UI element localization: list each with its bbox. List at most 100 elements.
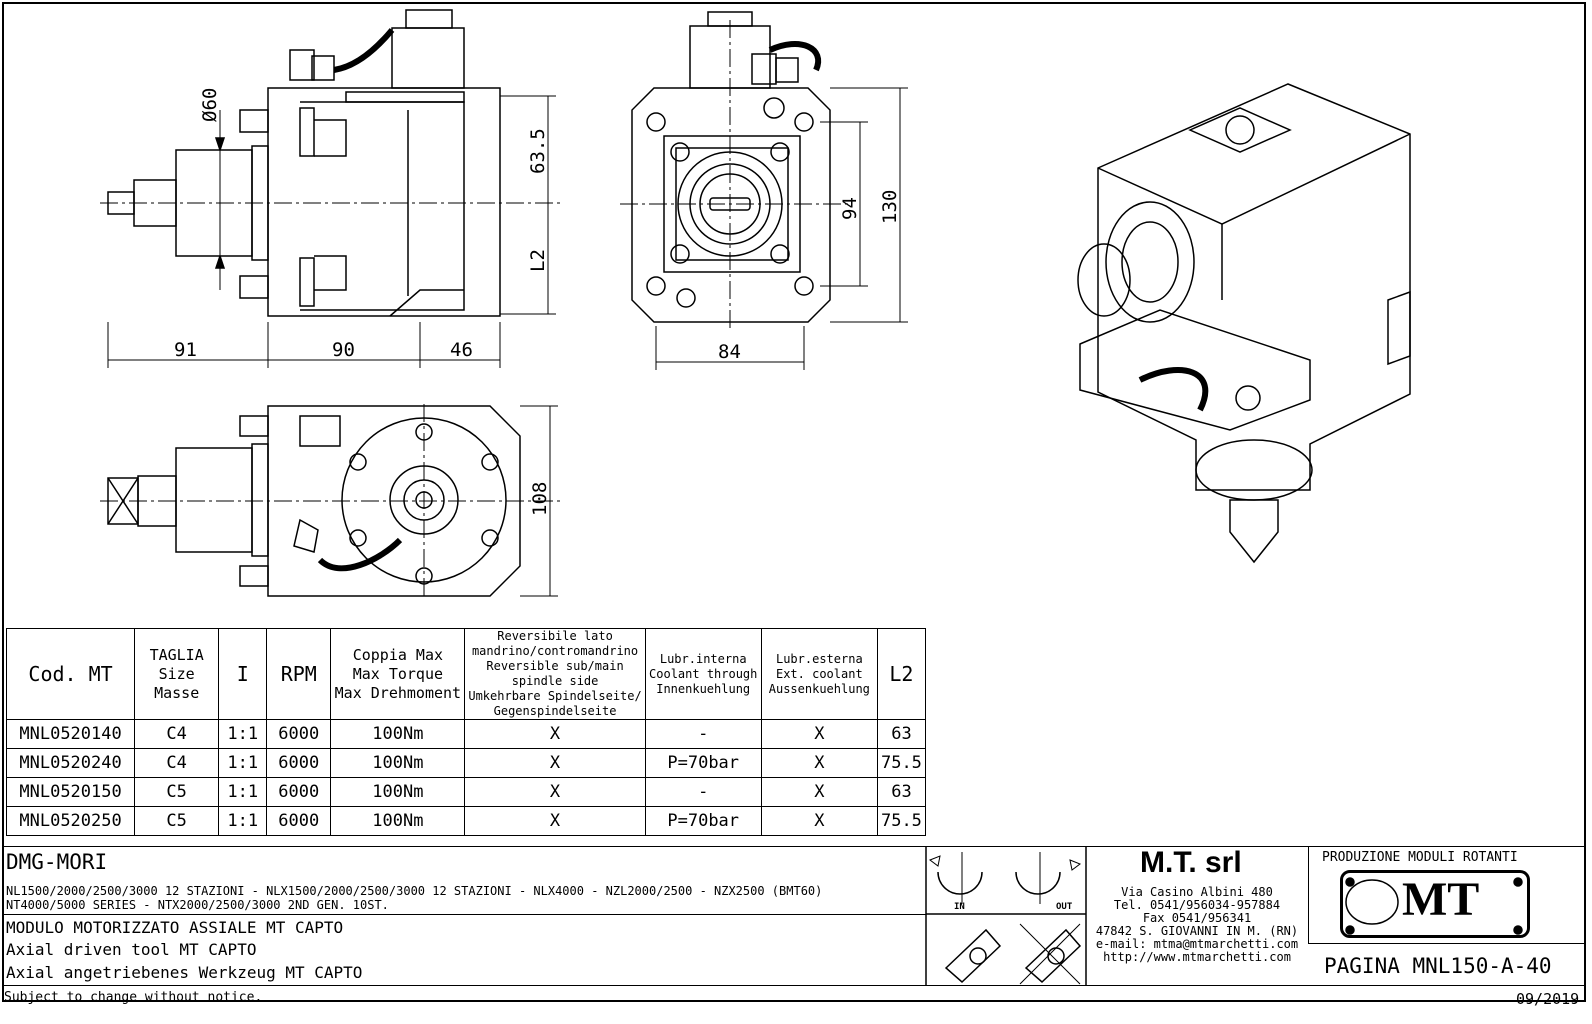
company-logo bbox=[1340, 870, 1530, 938]
table-row: MNL0520250 C5 1:1 6000 100Nm X P=70bar X… bbox=[5, 806, 927, 836]
header-size-it: TAGLIA bbox=[149, 645, 204, 664]
header-torque-en: Max Torque bbox=[352, 664, 444, 683]
sheet-border bbox=[2, 2, 1586, 1002]
cell-torque: 100Nm bbox=[330, 806, 466, 836]
header-reversible-4: spindle side bbox=[511, 674, 599, 688]
cell-torque: 100Nm bbox=[330, 748, 466, 778]
header-lub-int-en: Coolant through bbox=[649, 666, 758, 681]
notice-text: Subject to change without notice. bbox=[4, 990, 263, 1005]
cell-lub-int: P=70bar bbox=[644, 806, 762, 836]
header-size: TAGLIA Size Masse bbox=[134, 628, 220, 720]
company-name: M.T. srl bbox=[1140, 846, 1242, 879]
header-size-de: Masse bbox=[154, 683, 200, 702]
contact-address: Via Casino Albini 480 bbox=[1121, 885, 1273, 899]
dim-63-5: 63.5 bbox=[527, 128, 549, 174]
dim-90: 90 bbox=[332, 339, 355, 361]
logo-text: MT bbox=[1402, 873, 1480, 926]
cell-size: C5 bbox=[134, 806, 220, 836]
contact-fax: Fax 0541/956341 bbox=[1142, 911, 1252, 925]
side-view bbox=[100, 9, 560, 368]
cell-lub-ext: X bbox=[760, 777, 878, 807]
cell-l2: 63 bbox=[876, 777, 927, 807]
cell-l2: 75.5 bbox=[876, 806, 927, 836]
cell-lub-ext: X bbox=[760, 719, 878, 749]
cell-ratio: 1:1 bbox=[218, 806, 268, 836]
header-l2: L2 bbox=[876, 628, 927, 720]
page-code: PAGINA MNL150-A-40 bbox=[1324, 954, 1552, 978]
cell-size: C4 bbox=[134, 719, 220, 749]
contact-web: http://www.mtmarchetti.com bbox=[1103, 950, 1291, 964]
dim-130: 130 bbox=[879, 190, 901, 224]
cell-l2: 75.5 bbox=[876, 748, 927, 778]
logo-graphic bbox=[1345, 877, 1523, 935]
header-code: Cod. MT bbox=[5, 628, 136, 720]
revision-date: 09/2019 bbox=[1516, 990, 1580, 1008]
cell-rpm: 6000 bbox=[266, 806, 332, 836]
header-lub-int-it: Lubr.interna bbox=[659, 651, 747, 666]
cell-code: MNL0520140 bbox=[5, 719, 136, 749]
front-view bbox=[620, 11, 908, 370]
table-row: MNL0520150 C5 1:1 6000 100Nm X - X 63 bbox=[5, 777, 927, 807]
cell-reversible: X bbox=[464, 777, 646, 807]
rotation-symbols bbox=[925, 846, 1087, 986]
cell-ratio: 1:1 bbox=[218, 719, 268, 749]
header-lub-int: Lubr.interna Coolant through Innenkuehlu… bbox=[644, 628, 762, 720]
header-ratio: I bbox=[218, 628, 268, 720]
cell-code: MNL0520150 bbox=[5, 777, 136, 807]
cell-torque: 100Nm bbox=[330, 777, 466, 807]
models-line-1: NL1500/2000/2500/3000 12 STAZIONI - NLX1… bbox=[6, 884, 823, 898]
cell-rpm: 6000 bbox=[266, 748, 332, 778]
table-row: MNL0520140 C4 1:1 6000 100Nm X - X 63 bbox=[5, 719, 927, 749]
header-size-en: Size bbox=[158, 664, 195, 683]
cell-code: MNL0520250 bbox=[5, 806, 136, 836]
rotation-out-label: OUT bbox=[1056, 902, 1073, 912]
header-reversible-2: mandrino/contromandrino bbox=[471, 644, 639, 658]
header-reversible-1: Reversibile lato bbox=[497, 629, 613, 643]
header-reversible: Reversibile lato mandrino/contromandrino… bbox=[464, 628, 646, 720]
contact-email: e-mail: mtma@mtmarchetti.com bbox=[1095, 937, 1299, 951]
description-en: Axial driven tool MT CAPTO bbox=[6, 940, 257, 959]
header-reversible-5: Umkehrbare Spindelseite/ bbox=[468, 689, 642, 703]
header-torque-de: Max Drehmoment bbox=[334, 683, 462, 702]
header-lub-ext-de: Aussenkuehlung bbox=[768, 681, 870, 696]
cell-reversible: X bbox=[464, 806, 646, 836]
dim-diameter: Ø60 bbox=[199, 88, 221, 122]
header-lub-ext-it: Lubr.esterna bbox=[775, 651, 863, 666]
cell-lub-int: - bbox=[644, 777, 762, 807]
dept-label: PRODUZIONE MODULI ROTANTI bbox=[1322, 850, 1518, 865]
dim-l2: L2 bbox=[527, 249, 549, 272]
cell-code: MNL0520240 bbox=[5, 748, 136, 778]
isometric-view bbox=[1077, 83, 1411, 564]
table-header-row: Cod. MT TAGLIA Size Masse I RPM Coppia M… bbox=[5, 628, 927, 720]
description-de: Axial angetriebenes Werkzeug MT CAPTO bbox=[6, 963, 363, 982]
dim-91: 91 bbox=[174, 339, 197, 361]
contact-city: 47842 S. GIOVANNI IN M. (RN) bbox=[1095, 924, 1299, 938]
rotation-in-label: IN bbox=[954, 902, 965, 912]
models-line-2: NT4000/5000 SERIES - NTX2000/2500/3000 2… bbox=[6, 898, 389, 912]
cell-ratio: 1:1 bbox=[218, 748, 268, 778]
dim-108: 108 bbox=[529, 482, 551, 516]
dim-84: 84 bbox=[718, 341, 741, 363]
cell-reversible: X bbox=[464, 719, 646, 749]
cell-ratio: 1:1 bbox=[218, 777, 268, 807]
spec-table: Cod. MT TAGLIA Size Masse I RPM Coppia M… bbox=[5, 628, 927, 836]
logo-cell bbox=[1308, 846, 1586, 944]
cell-size: C4 bbox=[134, 748, 220, 778]
cell-size: C5 bbox=[134, 777, 220, 807]
cell-l2: 63 bbox=[876, 719, 927, 749]
company-contact: Via Casino Albini 480 Tel. 0541/956034-9… bbox=[1090, 886, 1304, 964]
top-view bbox=[100, 404, 560, 600]
header-rpm: RPM bbox=[266, 628, 332, 720]
header-lub-ext-en: Ext. coolant bbox=[775, 666, 863, 681]
cell-rpm: 6000 bbox=[266, 719, 332, 749]
cell-torque: 100Nm bbox=[330, 719, 466, 749]
machine-name: DMG-MORI bbox=[6, 850, 108, 874]
dim-46: 46 bbox=[450, 339, 473, 361]
header-torque: Coppia Max Max Torque Max Drehmoment bbox=[330, 628, 466, 720]
cell-lub-int: - bbox=[644, 719, 762, 749]
dim-94: 94 bbox=[839, 197, 861, 220]
cell-lub-ext: X bbox=[760, 806, 878, 836]
